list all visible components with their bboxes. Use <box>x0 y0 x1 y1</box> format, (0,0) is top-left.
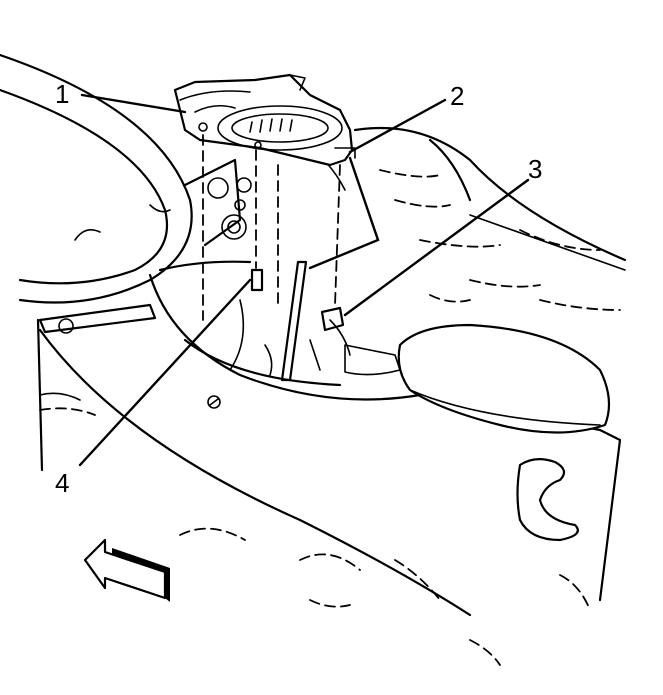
callout-2: 2 <box>450 81 464 111</box>
callout-3: 3 <box>528 154 542 184</box>
front-direction-arrow <box>83 538 170 602</box>
callout-1: 1 <box>55 79 69 109</box>
floor-and-seat-outlines <box>39 126 627 666</box>
steering-wheel <box>0 53 193 304</box>
shift-mechanism <box>229 260 401 382</box>
shift-indicator-trim-plate <box>173 73 356 167</box>
alignment-lines <box>202 134 341 321</box>
instrument-panel <box>183 139 346 247</box>
floor-outline <box>36 303 472 617</box>
callout-leaders <box>78 93 530 467</box>
armrest <box>397 323 611 542</box>
callout-4: 4 <box>55 468 69 498</box>
